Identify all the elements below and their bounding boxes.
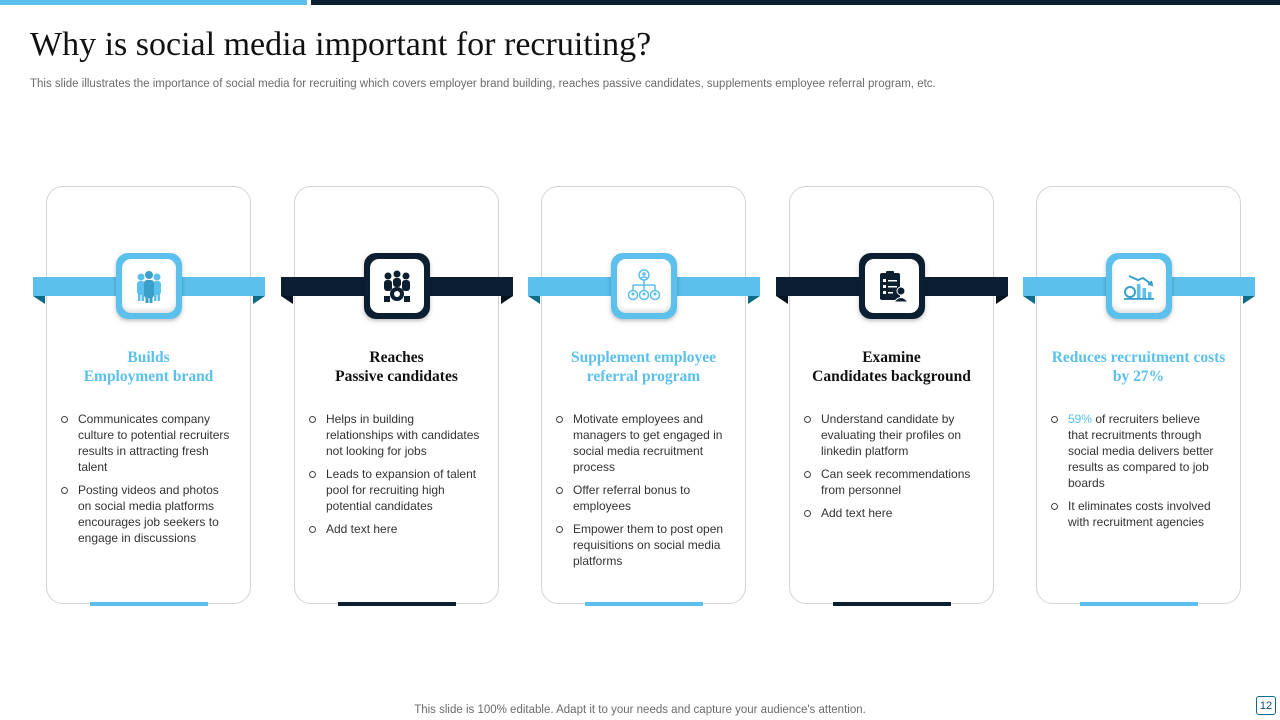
card-icon-box <box>859 253 925 319</box>
list-item: Understand candidate by evaluating their… <box>803 411 975 459</box>
ribbon-fold-right <box>748 296 760 304</box>
card-underline <box>338 602 456 606</box>
declining-cost-chart-icon <box>1124 275 1154 300</box>
list-item: Communicates company culture to potentia… <box>60 411 232 475</box>
card-underline <box>833 602 951 606</box>
card-underline <box>90 602 208 606</box>
list-item: Motivate employees and managers to get e… <box>555 411 727 475</box>
list-item: It eliminates costs involved with recrui… <box>1050 498 1222 530</box>
bullet-text: of recruiters believe that recruitments … <box>1068 412 1214 490</box>
org-chart-icon <box>627 269 661 301</box>
card-icon-box <box>1106 253 1172 319</box>
ribbon-fold-right <box>501 296 513 304</box>
ribbon-fold-left <box>528 296 540 304</box>
card-bullet-list: Helps in building relationships with can… <box>308 411 480 544</box>
list-item: Offer referral bonus to employees <box>555 482 727 514</box>
team-gear-icon <box>384 270 410 302</box>
card-bullet-list: Understand candidate by evaluating their… <box>803 411 975 528</box>
card-icon-box <box>611 253 677 319</box>
ribbon-fold-left <box>1023 296 1035 304</box>
card-bullet-list: 59% of recruiters believe that recruitme… <box>1050 411 1222 537</box>
list-item: Posting videos and photos on social medi… <box>60 482 232 546</box>
card-underline <box>1080 602 1198 606</box>
card-bullet-list: Communicates company culture to potentia… <box>60 411 232 553</box>
card-underline <box>585 602 703 606</box>
list-item: Add text here <box>308 521 480 537</box>
page-number: 12 <box>1256 696 1276 715</box>
slide-subtitle: This slide illustrates the importance of… <box>30 78 936 90</box>
card-heading: Reduces recruitment costs by 27% <box>1051 349 1226 385</box>
highlight-percent: 59% <box>1068 412 1093 426</box>
ribbon-fold-left <box>776 296 788 304</box>
card-icon-box <box>364 253 430 319</box>
list-item: Add text here <box>803 505 975 521</box>
ribbon-fold-left <box>33 296 45 304</box>
card-heading: Examine Candidates background <box>812 349 971 385</box>
card-heading: Builds Employment brand <box>83 349 214 385</box>
ribbon-fold-right <box>996 296 1008 304</box>
card-heading: Supplement employee referral program <box>570 349 717 385</box>
card-heading: Reaches Passive candidates <box>335 349 458 385</box>
group-people-icon <box>137 271 161 303</box>
list-item: Leads to expansion of talent pool for re… <box>308 466 480 514</box>
card-icon-box <box>116 253 182 319</box>
list-item: Can seek recommendations from personnel <box>803 466 975 498</box>
top-accent-bar-dark <box>311 0 1280 5</box>
card-bullet-list: Motivate employees and managers to get e… <box>555 411 727 576</box>
list-item: Empower them to post open requisitions o… <box>555 521 727 569</box>
ribbon-fold-right <box>253 296 265 304</box>
footer-note: This slide is 100% editable. Adapt it to… <box>414 704 866 716</box>
card-reduces-costs <box>1036 186 1241 604</box>
clipboard-checklist-icon <box>880 271 910 303</box>
list-item: Helps in building relationships with can… <box>308 411 480 459</box>
slide-title: Why is social media important for recrui… <box>30 26 652 63</box>
list-item: 59% of recruiters believe that recruitme… <box>1050 411 1222 491</box>
card-candidates-background <box>789 186 994 604</box>
ribbon-fold-right <box>1243 296 1255 304</box>
ribbon-fold-left <box>281 296 293 304</box>
top-accent-bar-light <box>0 0 307 5</box>
